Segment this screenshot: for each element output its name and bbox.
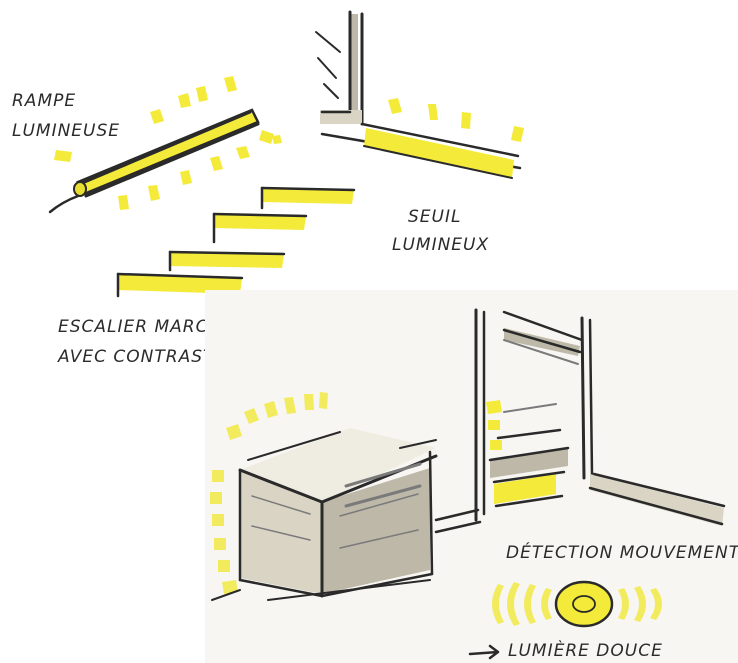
room-scene xyxy=(205,290,738,663)
seuil-label-line1: SEUIL xyxy=(408,207,461,227)
rampe-lumineuse-sketch xyxy=(50,76,282,212)
seuil-label-line2: LUMINEUX xyxy=(392,235,489,255)
lumiere-label: LUMIÈRE DOUCE xyxy=(508,639,663,661)
rampe-label-line1: RAMPE xyxy=(12,91,76,111)
seuil-lumineux-sketch xyxy=(316,12,524,178)
escalier-sketch xyxy=(118,188,354,296)
detection-label: DÉTECTION MOUVEMENT xyxy=(506,541,738,563)
rampe-label-line2: LUMINEUSE xyxy=(12,121,120,141)
escalier-label-line2: AVEC CONTRASTE xyxy=(57,347,226,367)
